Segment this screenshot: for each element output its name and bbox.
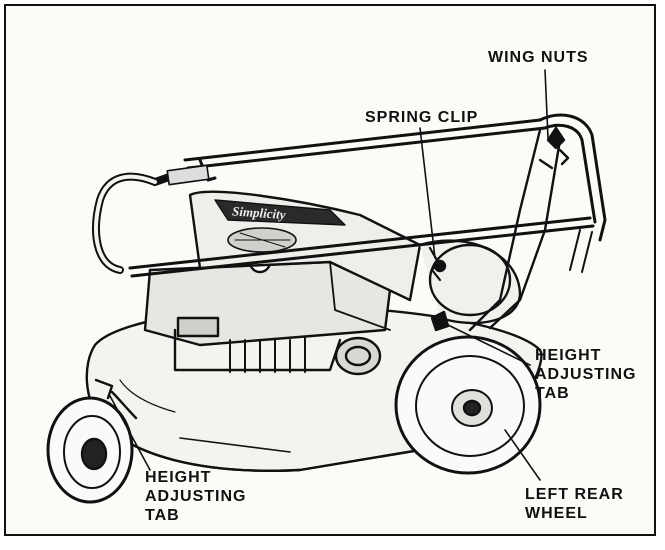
label-line: HEIGHT (145, 469, 212, 486)
leader-lines (109, 69, 549, 481)
label-line: HEIGHT (535, 347, 602, 364)
left-rear-wheel (394, 335, 542, 475)
leader-left-rear-wheel (504, 429, 541, 481)
label-height-adjusting-tab-right: HEIGHT ADJUSTING TAB (535, 346, 636, 403)
leader-spring-clip (419, 127, 436, 259)
leader-height-tab-right (445, 323, 531, 366)
engine (143, 250, 392, 376)
wing-nut-icon (538, 126, 570, 170)
label-line: TAB (535, 385, 570, 402)
leader-wing-nuts (544, 69, 549, 139)
label-left-rear-wheel: LEFT REAR WHEEL (525, 485, 624, 523)
label-spring-clip: SPRING CLIP (365, 109, 479, 126)
label-height-adjusting-tab-left: HEIGHT ADJUSTING TAB (145, 468, 246, 525)
label-wing-nuts: WING NUTS (488, 49, 589, 66)
leader-height-tab-left (109, 395, 151, 471)
label-line: LEFT REAR (525, 486, 624, 503)
brand-decal: Simplicity (232, 203, 287, 222)
front-left-wheel (46, 378, 138, 504)
label-line: WHEEL (525, 505, 588, 522)
label-line: TAB (145, 507, 180, 524)
label-line: ADJUSTING (535, 366, 637, 383)
height-adjusting-tab-right (430, 310, 450, 332)
label-line: ADJUSTING (145, 488, 247, 505)
handle (92, 113, 607, 332)
upper-housing: Simplicity (188, 190, 522, 325)
